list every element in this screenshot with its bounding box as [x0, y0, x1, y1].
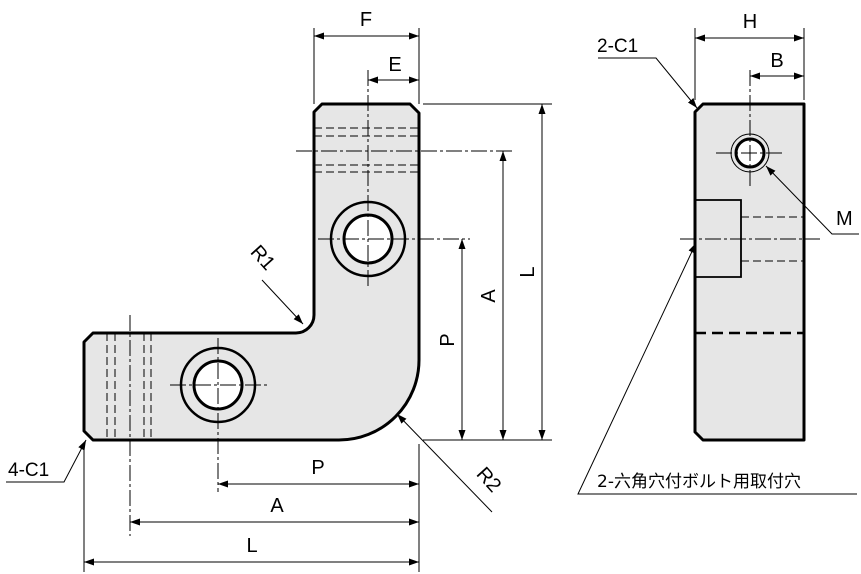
- label-L-horizontal: L: [246, 535, 257, 557]
- side-block-outline: [693, 102, 806, 442]
- label-P-vertical: P: [437, 333, 459, 346]
- label-B: B: [770, 50, 783, 72]
- leader-R2: [396, 413, 493, 513]
- label-M: M: [836, 208, 853, 230]
- label-A-vertical: A: [478, 289, 500, 303]
- leader-2-C1: [598, 57, 698, 109]
- front-dimensions: F E L A P P A L R1 R2 4-C1: [6, 9, 552, 572]
- label-H: H: [743, 11, 757, 33]
- label-4-C1: 4-C1: [8, 460, 49, 481]
- label-R1: R1: [246, 241, 279, 275]
- front-view: [82, 70, 512, 536]
- label-F: F: [360, 9, 372, 31]
- side-dimensions: H B 2-C1 M 2-六角穴付ボルト用取付穴: [577, 11, 859, 495]
- label-bolt-hole-note: 2-六角穴付ボルト用取付穴: [597, 472, 801, 492]
- label-R2: R2: [472, 463, 505, 497]
- side-view: [680, 70, 820, 442]
- label-E: E: [388, 54, 401, 76]
- label-L-vertical: L: [517, 266, 539, 277]
- leader-M: [765, 165, 859, 235]
- label-P-horizontal: P: [311, 457, 324, 479]
- l-bracket-outline: [82, 102, 421, 442]
- leader-4-C1: [6, 439, 87, 483]
- leader-R1: [261, 279, 304, 325]
- label-A-horizontal: A: [270, 495, 284, 517]
- label-2-C1: 2-C1: [597, 36, 638, 57]
- leader-bolt-hole: [577, 242, 857, 495]
